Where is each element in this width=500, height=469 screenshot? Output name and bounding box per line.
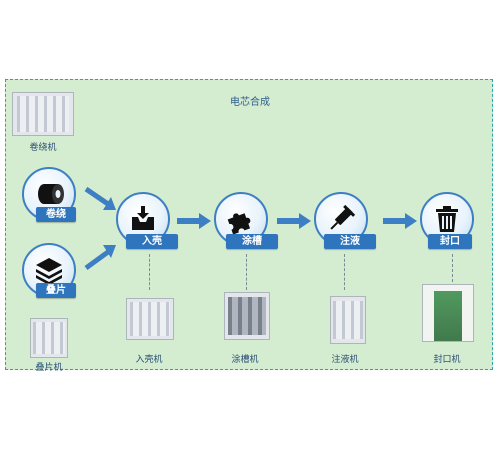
arrow-injection-to-sealing — [383, 213, 417, 229]
winding-machine-label: 卷绕机 — [29, 142, 57, 152]
arrow-gluing-to-injection — [277, 213, 311, 229]
sealing-machine-image — [422, 284, 474, 342]
casing-machine-image — [126, 298, 174, 340]
gluing-machine-image — [224, 292, 270, 340]
injection-machine-image — [330, 296, 366, 344]
gluing-connector — [246, 254, 248, 290]
roll-icon — [38, 184, 64, 204]
injection-step-label: 注液 — [324, 234, 376, 249]
winding-step-label: 卷绕 — [36, 207, 76, 222]
injection-connector — [344, 254, 346, 290]
casing-machine-label: 入壳机 — [135, 354, 163, 364]
arrow-winding-to-casing — [84, 186, 116, 210]
inbox-icon — [132, 206, 154, 230]
stacking-step-label: 叠片 — [36, 283, 76, 298]
casing-connector — [149, 254, 151, 290]
stacking-machine-label: 叠片机 — [35, 362, 63, 372]
puzzle-icon — [227, 213, 251, 235]
sealing-step-label: 封口 — [428, 234, 472, 249]
sealing-connector — [452, 254, 454, 282]
panel-title: 电芯合成 — [230, 97, 270, 108]
arrow-stacking-to-casing — [84, 245, 116, 271]
gluing-step-label: 涂槽 — [226, 234, 278, 249]
casing-step-label: 入壳 — [126, 234, 178, 249]
syringe-icon — [330, 204, 356, 230]
layers-icon — [36, 258, 62, 285]
trash-can-icon — [436, 206, 458, 232]
gluing-machine-label: 涂槽机 — [231, 354, 259, 364]
winding-machine-image — [12, 92, 74, 136]
sealing-machine-label: 封口机 — [433, 354, 461, 364]
injection-step-circle — [314, 192, 368, 246]
injection-machine-label: 注液机 — [331, 354, 359, 364]
stacking-machine-image — [30, 318, 68, 358]
arrow-casing-to-gluing — [177, 213, 211, 229]
